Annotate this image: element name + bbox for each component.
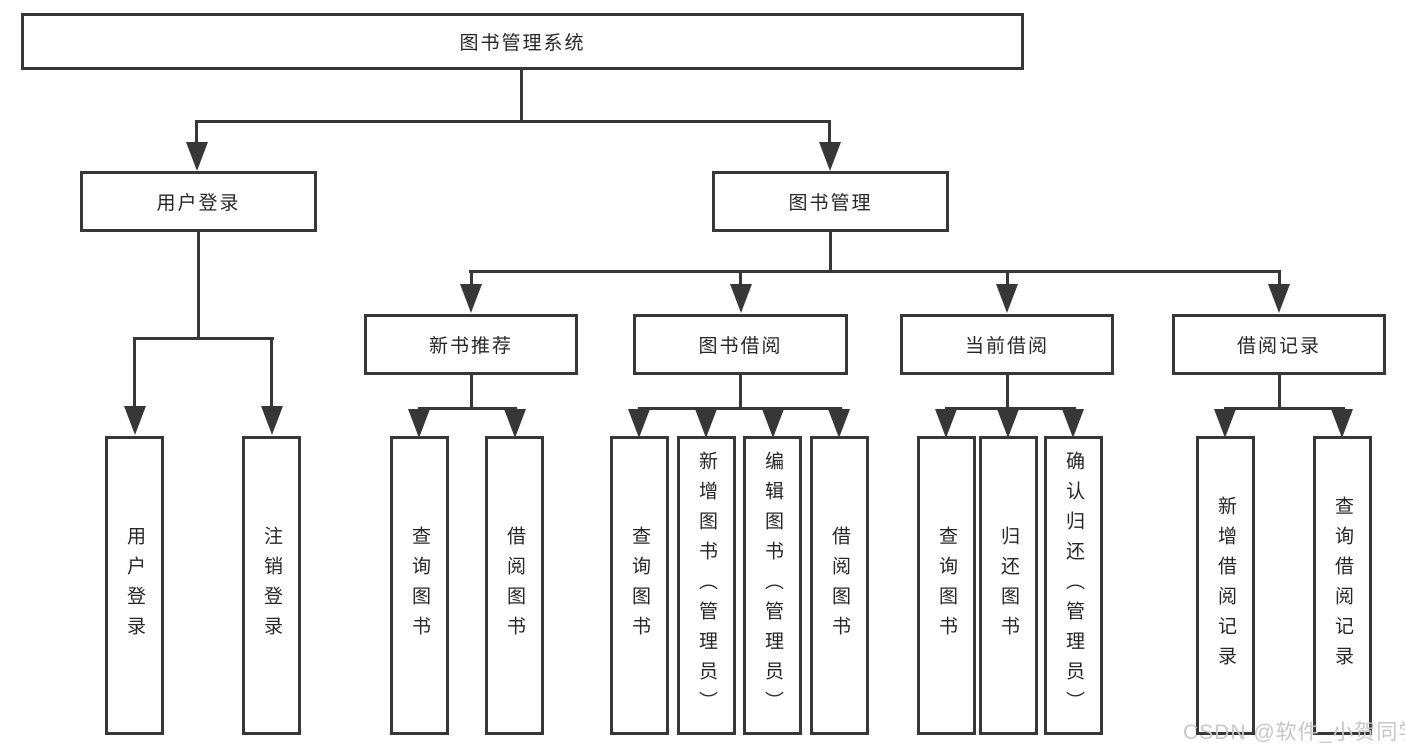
node-query-books-recommend: 查询图书 [390,436,449,735]
connector-vline [470,375,473,407]
arrowhead-down-icon [935,409,957,438]
node-return-book: 归还图书 [979,436,1038,735]
arrowhead-down-icon [695,409,717,438]
node-user-login: 用户登录 [80,171,317,232]
connector-vline [1278,375,1281,407]
node-confirm-return-admin: 确认归还（管理员） [1044,436,1103,735]
arrowhead-down-icon [460,284,482,313]
connector-hline [1224,407,1345,410]
node-current-borrowing: 当前借阅 [900,314,1114,375]
connector-vline [470,272,473,285]
arrowhead-down-icon [1062,409,1084,438]
arrowhead-down-icon [997,409,1019,438]
connector-vline [197,232,200,337]
node-new-book-recommend: 新书推荐 [364,314,578,375]
arrowhead-down-icon [261,406,283,435]
connector-vline [739,375,742,407]
arrowhead-down-icon [1268,284,1290,313]
node-leaf-logout: 注销登录 [242,436,301,735]
csdn-watermark: CSDN @软件_小贺同学 [1183,721,1405,744]
node-book-borrowing: 图书借阅 [633,314,848,375]
connector-vline [133,339,136,408]
arrowhead-down-icon [730,284,752,313]
connector-vline [739,272,742,285]
node-add-book-admin: 新增图书（管理员） [677,436,736,735]
connector-vline [828,122,831,144]
connector-hline [638,407,842,410]
arrowhead-down-icon [504,409,526,438]
connector-hline [195,120,831,123]
arrowhead-down-icon [1331,409,1353,438]
node-add-borrow-record: 新增借阅记录 [1196,436,1255,735]
node-leaf-user-login: 用户登录 [105,436,164,735]
connector-hline [945,407,1076,410]
arrowhead-down-icon [628,409,650,438]
node-book-management: 图书管理 [712,171,949,232]
arrowhead-down-icon [1214,409,1236,438]
connector-vline [1278,272,1281,285]
node-library-system: 图书管理系统 [21,13,1024,70]
connector-vline [1006,375,1009,407]
connector-vline [270,339,273,408]
arrowhead-down-icon [408,409,430,438]
node-query-books-borrowing: 查询图书 [610,436,669,735]
connector-vline [829,232,832,270]
connector-vline [520,70,523,120]
connector-hline [133,337,274,340]
node-query-books-current: 查询图书 [917,436,976,735]
arrowhead-down-icon [828,409,850,438]
arrowhead-down-icon [186,142,208,171]
connector-hline [418,407,517,410]
connector-vline [195,122,198,144]
node-edit-book-admin: 编辑图书（管理员） [743,436,802,735]
arrowhead-down-icon [819,142,841,171]
connector-vline [1006,272,1009,285]
arrowhead-down-icon [124,406,146,435]
node-borrowing-records: 借阅记录 [1172,314,1386,375]
arrowhead-down-icon [996,284,1018,313]
connector-hline [469,270,1281,273]
node-query-borrow-record: 查询借阅记录 [1313,436,1372,735]
node-borrow-books: 借阅图书 [810,436,869,735]
arrowhead-down-icon [762,409,784,438]
node-borrow-books-recommend: 借阅图书 [485,436,544,735]
